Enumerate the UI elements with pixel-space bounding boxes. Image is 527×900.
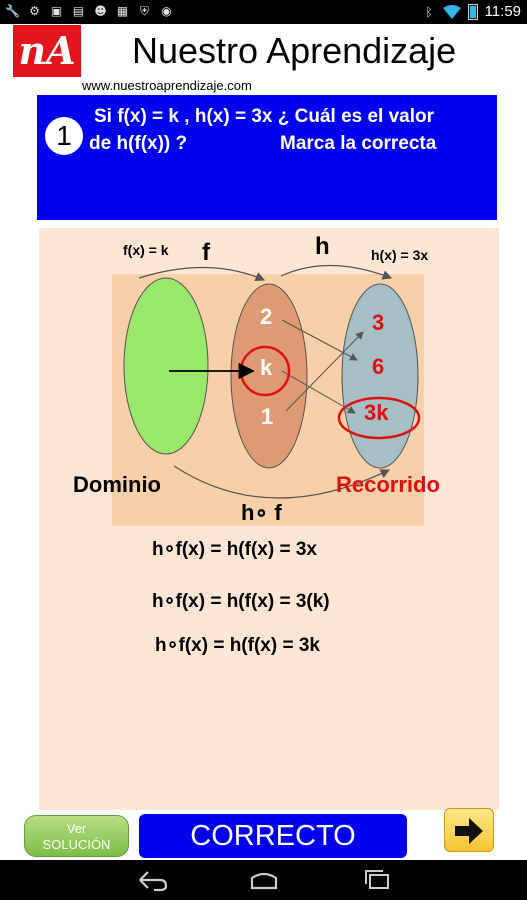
arrow-right-icon xyxy=(455,818,483,844)
briefcase-icon: ▦ xyxy=(116,4,129,18)
h-definition: h(x) = 3x xyxy=(371,247,428,263)
view-solution-label-line2: SOLUCIÓN xyxy=(42,837,111,852)
steam-icon: ◉ xyxy=(161,4,172,18)
question-text-line1: Si f(x) = k , h(x) = 3x ¿ Cuál es el val… xyxy=(94,106,435,127)
notification-icons: 🔧 ⚙ ▣ ▤ ☻ ▦ ⛨ ◉ xyxy=(5,3,173,19)
range-label: Recorrido xyxy=(336,472,440,497)
f-label: f xyxy=(202,239,211,266)
h-arrow xyxy=(280,264,393,280)
status-bar: 🔧 ⚙ ▣ ▤ ☻ ▦ ⛨ ◉ ᛒ 11:59 xyxy=(0,0,527,24)
middle-value-k: k xyxy=(260,355,273,380)
domain-label: Dominio xyxy=(73,472,161,497)
question-number: 1 xyxy=(45,117,83,155)
domain-set xyxy=(123,277,209,455)
range-value-6: 6 xyxy=(372,354,384,379)
photo-icon: ▣ xyxy=(50,4,63,18)
home-icon[interactable] xyxy=(244,866,284,894)
navigation-bar xyxy=(0,860,527,900)
battery-icon xyxy=(467,3,478,20)
question-box: 1 Si f(x) = k , h(x) = 3x ¿ Cuál es el v… xyxy=(37,95,497,220)
app-logo: nA xyxy=(13,25,81,77)
range-value-3k: 3k xyxy=(364,400,389,425)
composition-label: h∘ f xyxy=(241,500,282,525)
middle-value-2: 2 xyxy=(260,304,272,329)
wifi-icon xyxy=(442,4,461,19)
view-solution-button[interactable]: Ver SOLUCIÓN xyxy=(24,815,129,857)
f-definition: f(x) = k xyxy=(123,242,169,258)
wrench-icon: 🔧 xyxy=(5,4,20,18)
question-instruction: Marca la correcta xyxy=(280,133,437,154)
bluetooth-icon: ᛒ xyxy=(425,4,433,19)
content-panel: f(x) = k f h h(x) = 3x 2 k 1 3 6 3k Domi… xyxy=(39,228,499,810)
map-1-to-3 xyxy=(285,331,364,412)
question-text-line2: de h(f(x)) ? xyxy=(89,133,188,154)
android-icon: ☻ xyxy=(94,4,107,18)
map-k-to-3k xyxy=(281,370,356,414)
range-value-3: 3 xyxy=(372,310,384,335)
composition-diagram: f(x) = k f h h(x) = 3x 2 k 1 3 6 3k Domi… xyxy=(73,233,440,526)
shield-icon: ⛨ xyxy=(139,3,149,18)
website-url: www.nuestroaprendizaje.com xyxy=(82,78,252,93)
3k-highlight-circle xyxy=(337,396,421,440)
h-label: h xyxy=(315,233,330,260)
app-title: Nuestro Aprendizaje xyxy=(132,30,457,71)
middle-set xyxy=(230,283,308,469)
map-2-to-6 xyxy=(281,319,358,361)
range-set xyxy=(341,283,419,469)
correct-result-button[interactable]: CORRECTO xyxy=(139,814,407,858)
back-icon[interactable] xyxy=(132,866,172,894)
formula-step-2: h∘f(x) = h(f(x) = 3(k) xyxy=(152,591,330,612)
composition-arrow xyxy=(173,465,391,499)
formula-step-1: h∘f(x) = h(f(x) = 3x xyxy=(152,539,317,560)
recent-apps-icon[interactable] xyxy=(358,866,398,894)
view-solution-label-line1: Ver xyxy=(66,821,87,836)
next-button[interactable] xyxy=(444,808,494,852)
shopping-bag-icon: ▤ xyxy=(72,4,85,18)
middle-value-1: 1 xyxy=(261,404,273,429)
formula-step-3: h∘f(x) = h(f(x) = 3k xyxy=(155,635,320,656)
settings-gear-icon: ⚙ xyxy=(29,4,40,18)
clock: 11:59 xyxy=(484,3,521,20)
f-arrow xyxy=(138,266,266,282)
